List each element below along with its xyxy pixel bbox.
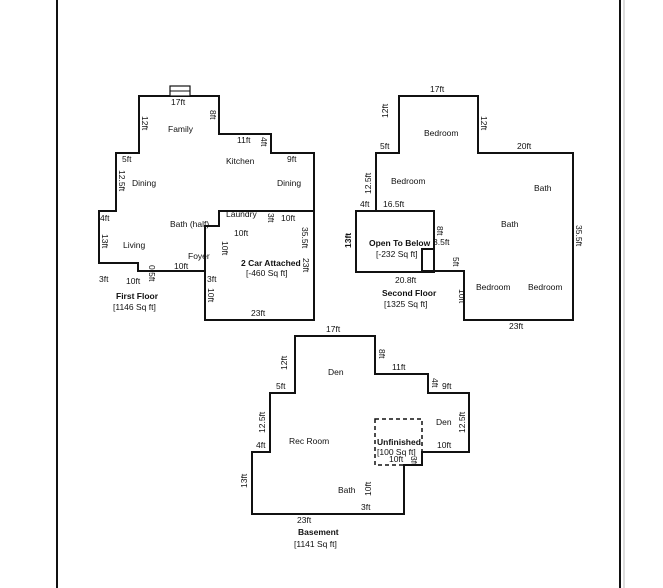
room-label: Dining	[277, 178, 301, 188]
room-label: Bath	[534, 183, 552, 193]
dimension-label: 10ft	[281, 213, 296, 223]
room-label: Foyer	[188, 251, 210, 261]
room-label: Bedroom	[424, 128, 459, 138]
dimension-label: 8ft	[377, 349, 387, 359]
unfinished-area	[374, 418, 423, 466]
dimension-label: 5ft	[380, 141, 390, 151]
dimension-label: 9ft	[287, 154, 297, 164]
room-label: Dining	[132, 178, 156, 188]
floor-area: [1141 Sq ft]	[294, 539, 337, 549]
dimension-label: 13ft	[239, 473, 249, 488]
room-label: Bath	[338, 485, 356, 495]
dimension-label: 3ft	[207, 274, 217, 284]
unfinished-label: Unfinished	[377, 437, 421, 447]
dimension-label: 17ft	[430, 84, 445, 94]
garage-label: 2 Car Attached	[241, 258, 301, 268]
dimension-label: 35.5ft	[300, 227, 310, 249]
dimension-label: 16.5ft	[383, 199, 405, 209]
basement-plan: Den Rec Room Den Bath Unfinished [100 Sq…	[239, 324, 470, 549]
room-label: Bedroom	[528, 282, 563, 292]
dimension-label: 5ft	[122, 154, 132, 164]
dimension-label: 10ft	[363, 481, 373, 496]
dimension-label: 10ft	[437, 440, 452, 450]
dimension-label: 10ft	[389, 454, 404, 464]
second-floor-plan: Bedroom Bedroom Bath Bath Bedroom Bedroo…	[343, 84, 584, 331]
dimension-label: 23ft	[297, 515, 312, 525]
first-floor-plan: Family Kitchen Dining Dining Laundry Bat…	[98, 85, 315, 321]
dimension-label: 3ft	[99, 274, 109, 284]
dimension-label: 11ft	[237, 135, 251, 145]
dimension-label: 17ft	[171, 97, 186, 107]
dimension-label: 12.5ft	[257, 411, 267, 433]
dimension-label: 11ft	[392, 362, 406, 372]
dimension-label: 3ft	[409, 456, 419, 466]
dimension-label: 13ft	[100, 234, 110, 249]
dimension-label: 10ft	[457, 289, 467, 304]
dimension-label: 8ft	[435, 226, 445, 236]
dimension-label: 17ft	[326, 324, 341, 334]
dimension-label: 0.5ft	[147, 265, 157, 282]
dimension-label: 20.8ft	[395, 275, 417, 285]
room-label: Bath	[501, 219, 519, 229]
dimension-label: 5ft	[276, 381, 286, 391]
dimension-label: 5ft	[451, 257, 461, 267]
dimension-label: 12ft	[479, 116, 489, 131]
floor-area: [1325 Sq ft]	[384, 299, 427, 309]
room-label: Rec Room	[289, 436, 329, 446]
dimension-label: 3.5ft	[433, 237, 450, 247]
dimension-label: 23ft	[251, 308, 266, 318]
dimension-label: 10ft	[234, 228, 249, 238]
floor-title: Basement	[298, 527, 339, 537]
dimension-label: 3ft	[361, 502, 371, 512]
dimension-label: 4ft	[100, 213, 110, 223]
open-to-below-area	[355, 210, 435, 273]
dimension-label: 8ft	[208, 110, 218, 120]
open-to-below-area-text: [-232 Sq ft]	[376, 249, 418, 259]
garage-walls	[204, 210, 314, 271]
dimension-label: 12ft	[279, 355, 289, 370]
dimension-label: 9ft	[442, 381, 452, 391]
garage-area: [-460 Sq ft]	[246, 268, 288, 278]
dimension-label: 12ft	[140, 116, 150, 131]
dimension-label: 4ft	[430, 378, 440, 388]
dimension-label: 4ft	[256, 440, 266, 450]
room-label: Bedroom	[391, 176, 426, 186]
floor-area: [1146 Sq ft]	[113, 302, 156, 312]
dimension-label: 3ft	[266, 213, 276, 223]
room-label: Laundry	[226, 209, 257, 219]
dimension-label: 10ft	[174, 261, 189, 271]
open-to-below-label: Open To Below	[369, 238, 431, 248]
dimension-label: 23ft	[301, 258, 311, 273]
dimension-label: 23ft	[509, 321, 524, 331]
dimension-label: 4ft	[259, 137, 269, 147]
room-label: Bath (half)	[170, 219, 209, 229]
room-label: Den	[436, 417, 452, 427]
dimension-label: 12ft	[380, 103, 390, 118]
dimension-label: 13ft	[343, 233, 353, 248]
floor-title: Second Floor	[382, 288, 437, 298]
room-label: Den	[328, 367, 344, 377]
dimension-label: 20ft	[517, 141, 532, 151]
dimension-label: 12.5ft	[457, 411, 467, 433]
dimension-label: 4ft	[360, 199, 370, 209]
dimension-label: 12.5ft	[117, 170, 127, 192]
unfinished-area-text: [100 Sq ft]	[377, 447, 416, 457]
page-frame	[56, 0, 621, 588]
room-label: Bedroom	[476, 282, 511, 292]
dimension-label: 10ft	[206, 288, 216, 303]
dimension-label: 10ft	[126, 276, 141, 286]
room-label: Family	[168, 124, 194, 134]
room-label: Living	[123, 240, 145, 250]
room-label: Kitchen	[226, 156, 255, 166]
dimension-label: 12.5ft	[363, 172, 373, 194]
floor-title: First Floor	[116, 291, 159, 301]
dimension-label: 10ft	[220, 241, 230, 256]
dimension-label: 35.5ft	[574, 225, 584, 247]
